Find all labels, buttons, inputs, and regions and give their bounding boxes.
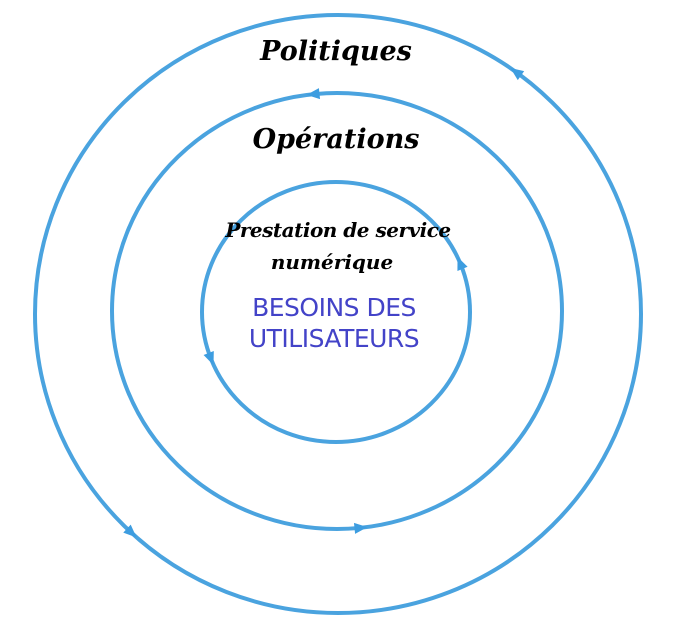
arrowhead-icon xyxy=(457,256,468,271)
inner-ring xyxy=(200,180,472,444)
arrowhead-icon xyxy=(353,522,368,534)
ring-label-politiques: Politiques xyxy=(260,36,412,67)
ring-label-prestation-line2: numérique xyxy=(270,250,394,274)
middle-ring xyxy=(110,91,564,531)
arrowhead-icon xyxy=(203,350,214,366)
arrowhead-icon xyxy=(306,88,321,100)
center-text-line1: BESOINS DES xyxy=(252,293,416,322)
outer-ring xyxy=(33,13,643,615)
ring-label-prestation-line1: Prestation de service xyxy=(225,218,451,242)
arrowhead-icon xyxy=(510,68,525,81)
arrowhead-icon xyxy=(123,524,137,538)
center-text-line2: UTILISATEURS xyxy=(248,324,420,353)
ring-label-operations: Opérations xyxy=(252,124,420,155)
